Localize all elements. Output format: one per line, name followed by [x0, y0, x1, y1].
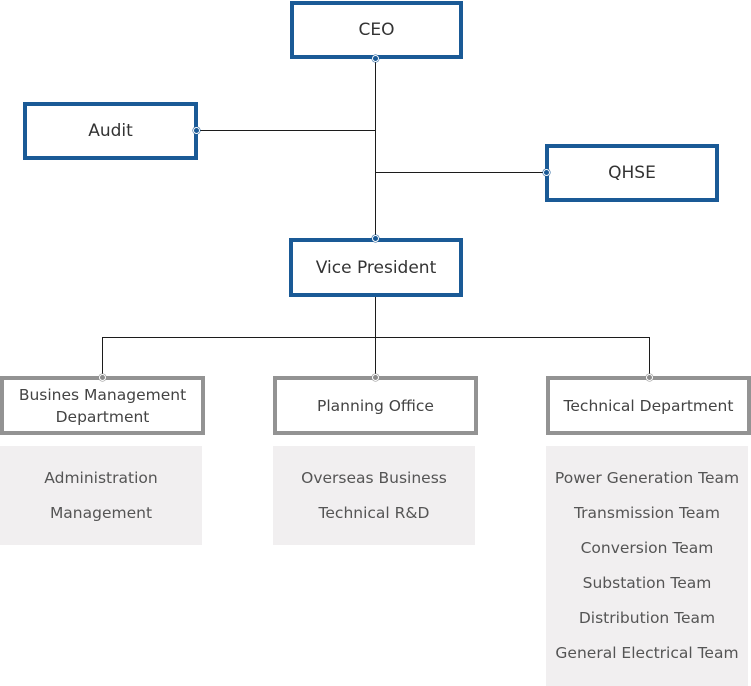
connector-ceo-vp	[375, 58, 376, 239]
department-box-technical: Technical Department	[546, 376, 751, 435]
team-item: Conversion Team	[580, 539, 714, 557]
team-item: Management	[49, 504, 153, 522]
connector-dot	[99, 374, 106, 381]
connector-dot	[372, 374, 379, 381]
connector-dot	[646, 374, 653, 381]
connector-dot	[372, 55, 379, 62]
team-item: Distribution Team	[578, 609, 716, 627]
audit-box: Audit	[23, 102, 198, 160]
team-item: Transmission Team	[573, 504, 721, 522]
vice-president-label: Vice President	[315, 257, 437, 278]
qhse-label: QHSE	[608, 163, 656, 183]
connector-dept-2	[375, 337, 376, 378]
connector-dept-3	[649, 337, 650, 378]
department-title-line1: Busines Management	[18, 385, 187, 404]
ceo-label: CEO	[358, 20, 395, 40]
qhse-box: QHSE	[545, 144, 719, 202]
audit-label: Audit	[88, 121, 133, 141]
ceo-box: CEO	[290, 1, 463, 59]
team-item: Technical R&D	[318, 504, 430, 522]
team-item: General Electrical Team	[555, 644, 739, 662]
department-title: Technical Department	[563, 396, 734, 415]
department-box-planning-office: Planning Office	[273, 376, 478, 435]
connector-dot	[193, 127, 200, 134]
connector-vp-down	[375, 297, 376, 338]
team-item: Power Generation Team	[554, 469, 740, 487]
team-panel-technical: Power Generation Team Transmission Team …	[546, 446, 748, 686]
connector-audit	[196, 130, 376, 131]
team-item: Substation Team	[582, 574, 712, 592]
team-item: Overseas Business	[301, 469, 447, 487]
connector-qhse	[375, 172, 546, 173]
team-panel-business-management: Administration Management	[0, 446, 202, 545]
connector-dot	[543, 169, 550, 176]
department-title: Planning Office	[317, 396, 434, 415]
team-panel-planning-office: Overseas Business Technical R&D	[273, 446, 475, 545]
department-title-line2: Department	[55, 407, 150, 426]
connector-dept-bus	[102, 337, 650, 338]
connector-dept-1	[102, 337, 103, 378]
vice-president-box: Vice President	[289, 238, 463, 297]
department-box-business-management: Busines Management Department	[0, 376, 205, 435]
connector-dot	[372, 235, 379, 242]
team-item: Administration	[44, 469, 158, 487]
